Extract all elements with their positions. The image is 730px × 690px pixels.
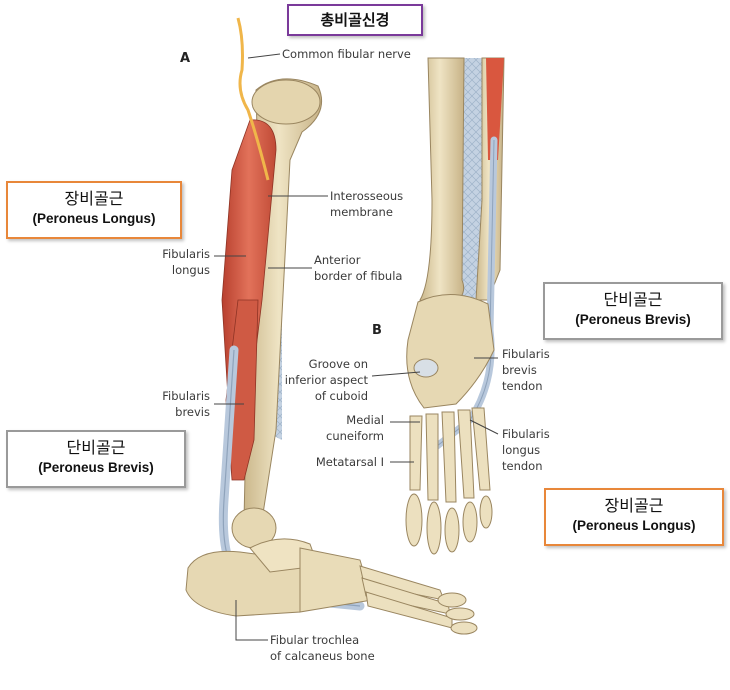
callout-longus-right-english: (Peroneus Longus) xyxy=(572,518,696,533)
callout-brevis-right-english: (Peroneus Brevis) xyxy=(575,312,691,327)
fibular-head xyxy=(251,79,321,125)
callout-brevis-left-english: (Peroneus Brevis) xyxy=(38,460,154,475)
callout-longus-left-english: (Peroneus Longus) xyxy=(32,211,156,226)
callout-peroneus-brevis-right: 단비골근 (Peroneus Brevis) xyxy=(543,282,723,340)
muscle-b xyxy=(486,58,504,160)
callout-peroneus-longus-right: 장비골근 (Peroneus Longus) xyxy=(544,488,724,546)
label-fib-longus-tendon-3: tendon xyxy=(502,459,543,473)
label-fibularis-brevis-2: brevis xyxy=(175,405,210,419)
label-anterior-border-1: Anterior xyxy=(314,253,361,267)
label-fibular-trochlea-1: Fibular trochlea xyxy=(270,633,359,647)
callout-peroneus-brevis-left: 단비골근 (Peroneus Brevis) xyxy=(6,430,186,488)
callout-longus-left-korean: 장비골근 xyxy=(64,189,124,208)
label-fibular-trochlea-2: of calcaneus bone xyxy=(270,649,375,663)
fibularis-brevis-muscle xyxy=(225,299,259,481)
label-fibularis-longus-2: longus xyxy=(172,263,210,277)
leg-posterior-view xyxy=(405,57,505,555)
label-fib-longus-tendon-2: longus xyxy=(502,443,540,457)
callout-brevis-right-korean: 단비골근 xyxy=(603,290,663,309)
callout-nerve-korean: 총비골신경 xyxy=(320,11,390,29)
label-common-fibular-nerve: Common fibular nerve xyxy=(282,47,411,61)
label-metatarsal-1: Metatarsal I xyxy=(316,455,384,469)
label-medial-cuneiform-2: cuneiform xyxy=(326,429,384,443)
leader-lines xyxy=(214,53,499,641)
label-fib-brevis-tendon-1: Fibularis xyxy=(502,347,550,361)
common-fibular-nerve xyxy=(236,17,270,181)
leg-lateral-view xyxy=(185,17,478,635)
metatarsals-lateral xyxy=(359,565,478,635)
callout-brevis-left-korean: 단비골근 xyxy=(66,438,126,457)
label-groove-3: of cuboid xyxy=(315,389,368,403)
callout-longus-right-korean: 장비골근 xyxy=(604,496,664,515)
panel-label-a: A xyxy=(180,51,190,66)
label-interosseous-1: Interosseous xyxy=(330,189,403,203)
cuboid-groove xyxy=(413,358,439,378)
label-anterior-border-2: border of fibula xyxy=(314,269,402,283)
label-interosseous-2: membrane xyxy=(330,205,393,219)
membrane-b xyxy=(462,58,484,298)
tibia-b xyxy=(419,57,465,311)
panel-label-b: B xyxy=(372,323,382,338)
label-fibularis-longus-1: Fibularis xyxy=(162,247,210,261)
label-fib-brevis-tendon-2: brevis xyxy=(502,363,537,377)
metatarsals-plantar xyxy=(405,407,493,555)
label-groove-2: inferior aspect xyxy=(285,373,369,387)
callout-common-fibular-nerve: 총비골신경 xyxy=(287,4,423,36)
label-fib-brevis-tendon-3: tendon xyxy=(502,379,543,393)
label-fib-longus-tendon-1: Fibularis xyxy=(502,427,550,441)
label-medial-cuneiform-1: Medial xyxy=(346,413,384,427)
label-fibularis-brevis-1: Fibularis xyxy=(162,389,210,403)
label-groove-1: Groove on xyxy=(309,357,368,371)
callout-peroneus-longus-left: 장비골근 (Peroneus Longus) xyxy=(6,181,182,239)
